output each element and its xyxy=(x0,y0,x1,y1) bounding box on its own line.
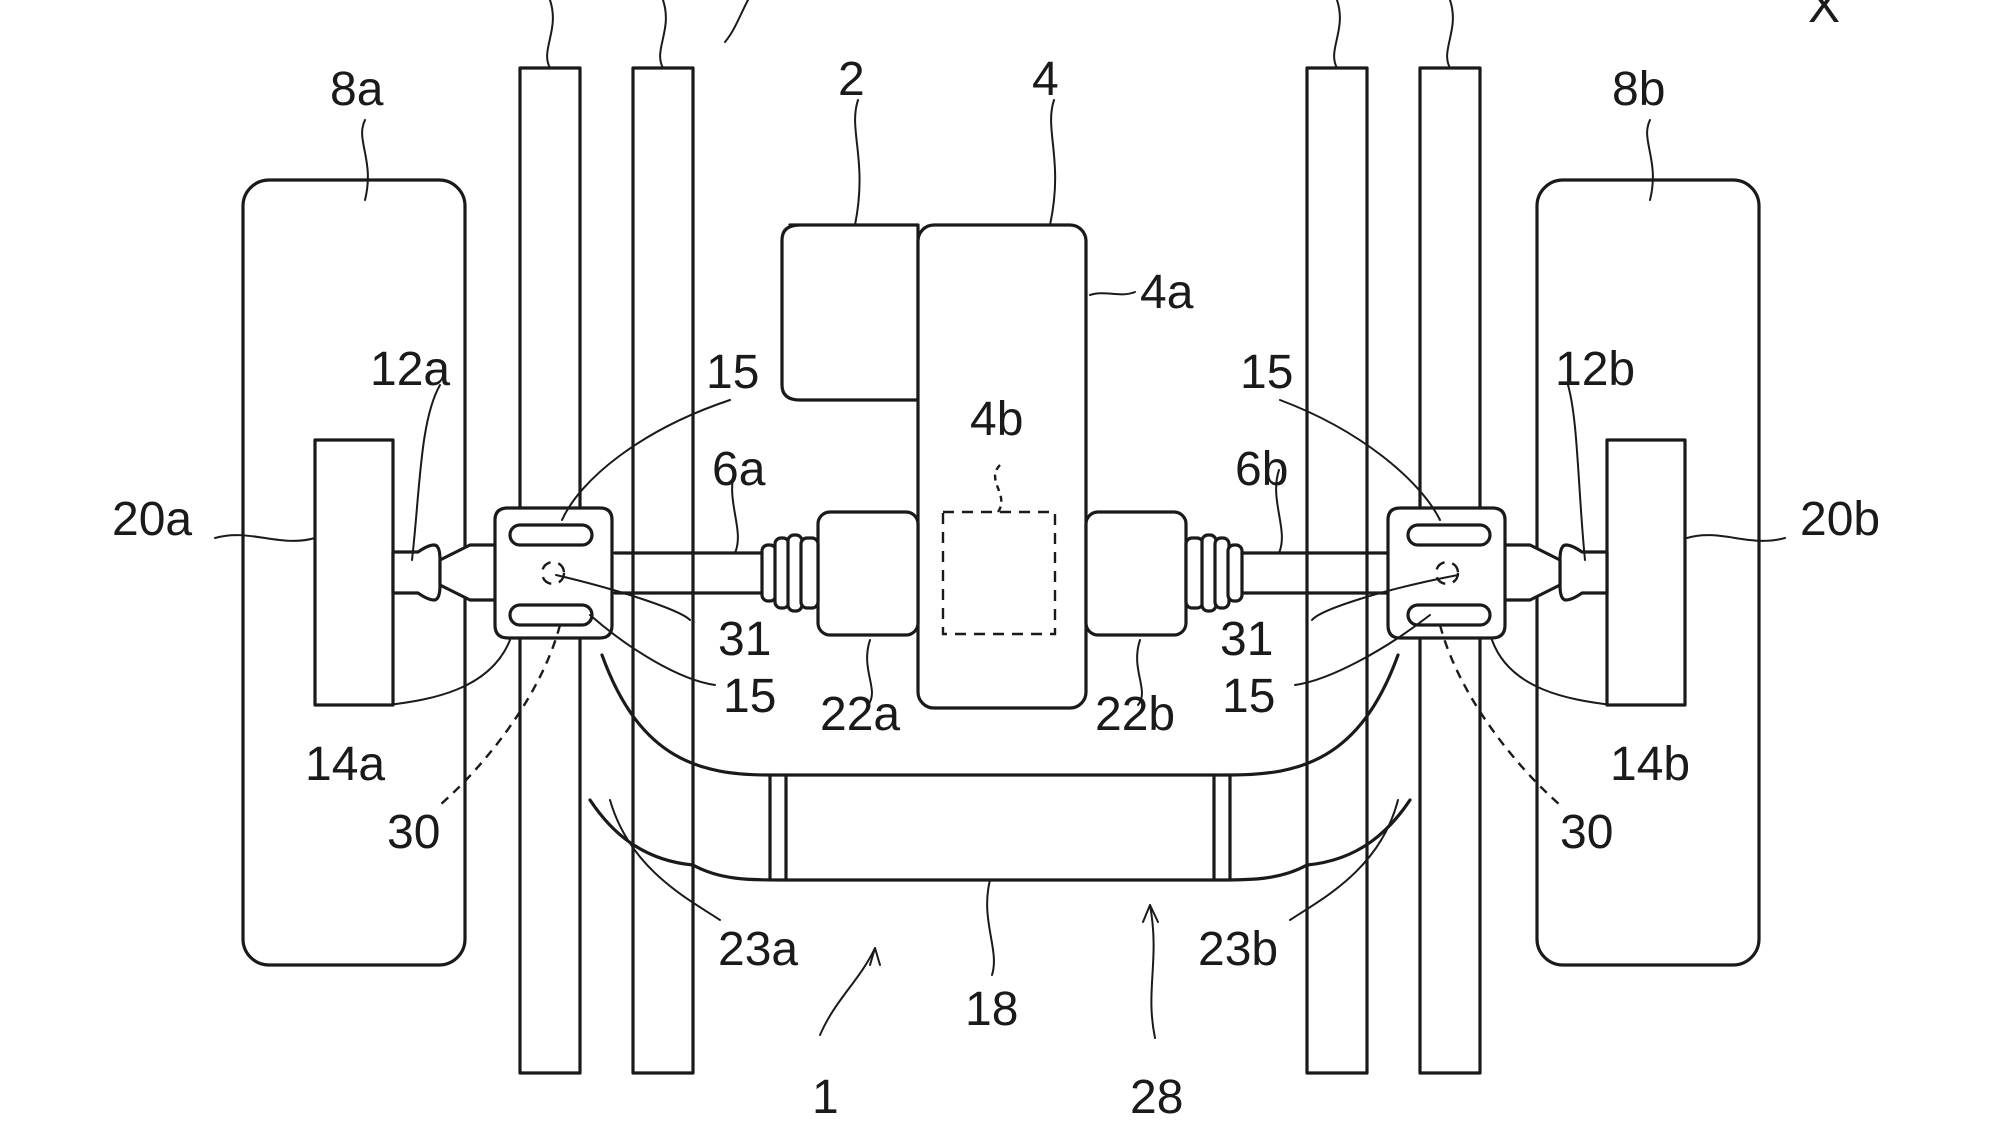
label-12a: 12a xyxy=(370,343,450,396)
label-20b: 20b xyxy=(1800,493,1880,546)
label-22b: 22b xyxy=(1095,688,1175,741)
label-22a: 22a xyxy=(820,688,900,741)
label-8a: 8a xyxy=(330,63,384,116)
label-axis-x: X xyxy=(1808,0,1840,33)
motor-unit xyxy=(780,223,1188,710)
hub-right xyxy=(1386,506,1609,640)
label-23b: 23b xyxy=(1198,923,1278,976)
label-6a: 6a xyxy=(712,443,766,496)
hub-left xyxy=(391,506,614,640)
label-15-left-top: 15 xyxy=(706,346,759,399)
label-28: 28 xyxy=(1130,1071,1183,1124)
reference-labels: 1 2 4 4a 4b 6a 6b 8a 8b 12a 12b 14a 14b … xyxy=(112,0,1880,1124)
label-20a: 20a xyxy=(112,493,192,546)
label-4b: 4b xyxy=(970,393,1023,446)
label-14b: 14b xyxy=(1610,738,1690,791)
label-14a: 14a xyxy=(305,738,385,791)
cross-member-18 xyxy=(588,653,1412,882)
drive-shafts xyxy=(613,533,1392,613)
label-15-right-bottom: 15 xyxy=(1222,670,1275,723)
label-15-left-bottom: 15 xyxy=(723,670,776,723)
label-31-right: 31 xyxy=(1220,613,1273,666)
label-31-left: 31 xyxy=(718,613,771,666)
wheel-8b xyxy=(1535,178,1761,967)
label-30-left: 30 xyxy=(387,806,440,859)
label-30-right: 30 xyxy=(1560,806,1613,859)
label-12b: 12b xyxy=(1555,343,1635,396)
label-18: 18 xyxy=(965,983,1018,1036)
label-15-right-top: 15 xyxy=(1240,346,1293,399)
label-2: 2 xyxy=(838,53,865,106)
label-8b: 8b xyxy=(1612,63,1665,116)
label-4: 4 xyxy=(1032,53,1059,106)
label-6b: 6b xyxy=(1235,443,1288,496)
label-23a: 23a xyxy=(718,923,798,976)
label-4a: 4a xyxy=(1140,266,1194,319)
leader-lines xyxy=(214,99,1786,1039)
label-1: 1 xyxy=(812,1071,839,1124)
